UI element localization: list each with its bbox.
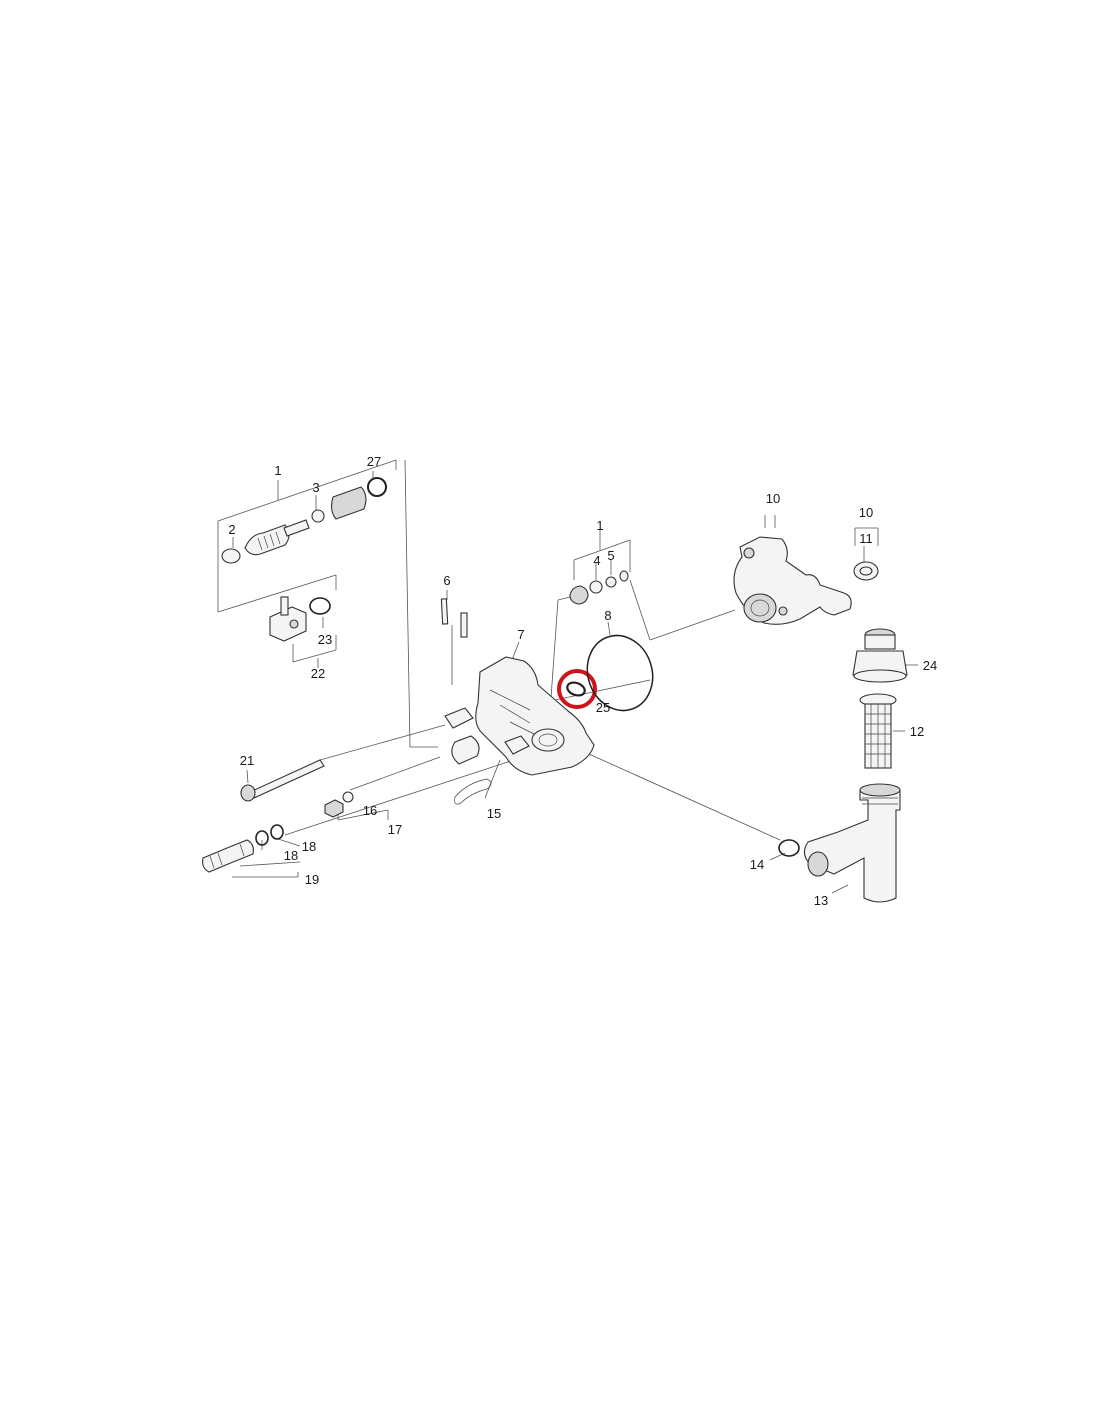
callout-17: 17 bbox=[388, 822, 402, 837]
part-18-o-ring-a bbox=[255, 830, 269, 846]
part-14-o-ring bbox=[778, 839, 800, 857]
callout-3: 3 bbox=[312, 480, 319, 495]
part-6-pin-b bbox=[460, 612, 468, 638]
part-1-valve-assembly bbox=[244, 519, 310, 556]
callout-6: 6 bbox=[443, 573, 450, 588]
part-8-o-ring bbox=[586, 634, 654, 712]
callout-16: 16 bbox=[363, 803, 377, 818]
callout-10-center: 10 bbox=[766, 491, 780, 506]
highlight-circle bbox=[557, 669, 597, 709]
callout-14: 14 bbox=[750, 857, 764, 872]
part-18-o-ring-b bbox=[270, 824, 284, 840]
part-5-ring-b bbox=[619, 570, 629, 582]
callout-24: 24 bbox=[923, 658, 937, 673]
callout-8: 8 bbox=[604, 608, 611, 623]
part-10-pump-head bbox=[733, 536, 852, 625]
callout-1-top: 1 bbox=[274, 463, 281, 478]
part-11-inner bbox=[859, 566, 873, 576]
part-21-bolt bbox=[240, 759, 325, 802]
callout-21: 21 bbox=[240, 753, 254, 768]
callout-labels: 1 27 3 2 23 22 6 7 1 4 5 8 25 10 10 11 2… bbox=[228, 454, 937, 908]
callout-22: 22 bbox=[311, 666, 325, 681]
callout-4: 4 bbox=[593, 553, 600, 568]
callout-27: 27 bbox=[367, 454, 381, 469]
part-11-nut bbox=[853, 561, 879, 581]
part-15-clip bbox=[454, 778, 492, 805]
sleeve bbox=[330, 486, 367, 520]
part-17-plug bbox=[324, 799, 344, 818]
callout-18-left: 18 bbox=[284, 848, 298, 863]
part-16-ring bbox=[342, 791, 354, 803]
part-22-fitting bbox=[269, 596, 307, 642]
part-7-housing bbox=[444, 656, 595, 776]
part-5-ring-a bbox=[605, 576, 617, 588]
callout-10-right: 10 bbox=[859, 505, 873, 520]
callout-15: 15 bbox=[487, 806, 501, 821]
callout-13: 13 bbox=[814, 893, 828, 908]
callout-19: 19 bbox=[305, 872, 319, 887]
callout-11: 11 bbox=[859, 531, 873, 546]
part-27-o-ring bbox=[367, 477, 387, 497]
part-1-check-valve bbox=[569, 585, 589, 605]
part-23-o-ring bbox=[309, 597, 331, 615]
part-6-pin-a bbox=[440, 598, 449, 625]
part-24-cap bbox=[852, 628, 908, 683]
part-4-ring bbox=[589, 580, 603, 594]
part-2-washer bbox=[221, 548, 241, 564]
parts bbox=[202, 477, 908, 903]
callout-23: 23 bbox=[318, 632, 332, 647]
part-3-ring bbox=[311, 509, 325, 523]
callout-25: 25 bbox=[596, 700, 610, 715]
part-13-pipe bbox=[803, 783, 901, 903]
callout-7: 7 bbox=[517, 627, 524, 642]
part-12-filter bbox=[859, 693, 897, 769]
callout-18-right: 18 bbox=[302, 839, 316, 854]
callout-1-middle: 1 bbox=[596, 518, 603, 533]
callout-2: 2 bbox=[228, 522, 235, 537]
part-19-connector bbox=[202, 839, 254, 873]
callout-5: 5 bbox=[607, 548, 614, 563]
part-25-seal bbox=[566, 681, 586, 697]
callout-12: 12 bbox=[910, 724, 924, 739]
